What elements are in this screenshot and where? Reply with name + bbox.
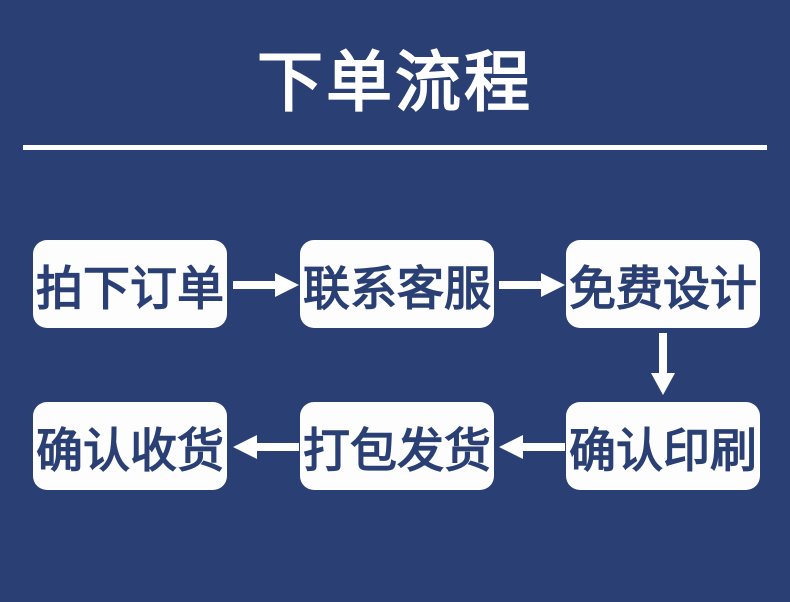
page-title: 下单流程 [257, 45, 533, 119]
flow-step-contact-support[interactable]: 联系客服 [300, 240, 494, 328]
flow-step-label: 确认印刷 [569, 423, 757, 477]
flow-step-pack-and-ship[interactable]: 打包发货 [300, 402, 494, 490]
arrow-down-icon-step3-to-step4 [648, 333, 678, 395]
arrow-right-icon-step2-to-step3 [499, 270, 565, 300]
flow-step-free-design[interactable]: 免费设计 [566, 240, 760, 328]
flow-step-confirm-receipt[interactable]: 确认收货 [33, 402, 227, 490]
flow-step-confirm-printing[interactable]: 确认印刷 [566, 402, 760, 490]
flow-step-place-order[interactable]: 拍下订单 [33, 240, 227, 328]
arrow-left-icon-step4-to-step5 [497, 432, 565, 462]
flow-step-label: 免费设计 [569, 261, 757, 315]
arrow-left-icon-step5-to-step6 [231, 432, 299, 462]
flow-step-label: 确认收货 [36, 423, 224, 477]
flow-step-label: 打包发货 [303, 423, 491, 477]
arrow-right-icon-step1-to-step2 [233, 270, 299, 300]
flow-step-label: 拍下订单 [36, 261, 224, 315]
title-divider [23, 145, 767, 150]
flow-step-label: 联系客服 [303, 261, 491, 315]
